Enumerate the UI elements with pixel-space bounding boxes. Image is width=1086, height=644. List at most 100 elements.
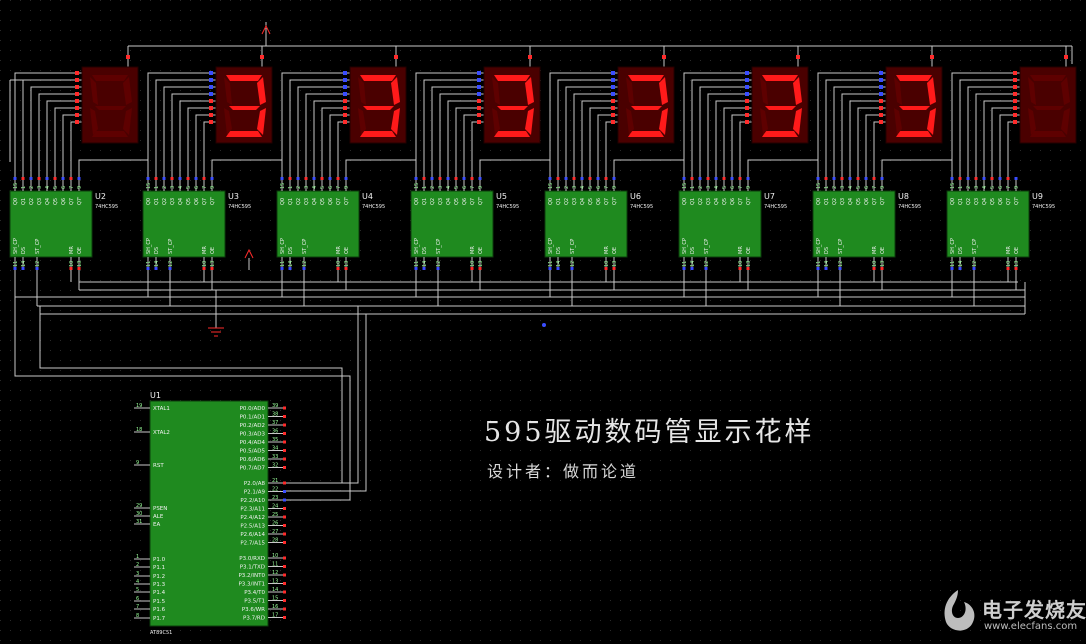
chip-bottom-pin-label: SH_CP [280,238,286,254]
chip-bottom-pin-label: ST_CP [838,239,844,254]
chip-top-pin-label: Q4 [580,198,586,205]
pin-marker [283,415,286,418]
chip-top-pin-number: 5 [186,186,192,189]
mcu-left-pin-label: EA [153,522,160,528]
chip-top-pin-number: 9 [344,186,350,189]
pin-marker [872,267,876,270]
chip-top-pin-label: Q7 [1006,198,1012,205]
segment-wire [415,72,477,179]
pin-marker [682,267,686,270]
display-common-pin [1064,55,1068,59]
seven-segment-display [209,55,273,144]
chip-top-pin-number: 9 [1014,186,1020,189]
segment-wire [841,93,879,179]
chip-top-pin-number: 15 [682,183,688,189]
pin-marker [69,267,73,270]
mcu-right-pin-number: 22 [272,487,278,493]
seven-segment-displays [75,55,1077,144]
chip-part: 74HC595 [362,204,385,210]
display-pin [611,120,615,124]
pin-marker [283,432,286,435]
chip-bottom-pin-number: 11 [816,261,822,267]
mcu-left-pin-number: 3 [136,571,139,577]
display-pin [477,99,481,103]
chip-top-pin-number: 4 [714,186,720,189]
pin-marker [414,267,418,270]
segment-wire [38,93,75,179]
chip-bottom-pin-label: ST_CP [972,239,978,254]
segment-c [927,108,936,135]
pin-marker [838,267,842,270]
mcu-right-pin-number: 37 [272,420,278,426]
chip-top-pin-label: Q4 [848,198,854,205]
chip-top-pin-number: 6 [328,186,334,189]
display-pin [1013,106,1017,110]
chip-top-pin-label: Q4 [446,198,452,205]
chip-top-pin-number: 3 [438,186,444,189]
display-pin [611,113,615,117]
chip-top-pin-label: Q2 [832,198,838,205]
segment-wire [321,107,343,179]
chip-top-pin-number: 3 [974,186,980,189]
chip-bottom-pin-number: 10 [872,261,878,267]
chip-top-pin-number: 3 [170,186,176,189]
chip-bottom-pin-label: SH_CP [146,238,152,254]
chip-top-pin-label: Q6 [998,198,1004,205]
mcu-right-pin-label: P3.2/INT0 [238,573,265,579]
segment-e [1028,108,1036,135]
chip-top-pin-number: 6 [730,186,736,189]
chip-ref: U8 [898,192,909,201]
segment-wire [22,79,75,179]
segment-f [358,77,366,105]
segment-wire [983,100,1013,179]
segment-wire [439,93,477,179]
chip-top-pin-label: Q0 [950,198,956,205]
seven-segment-display [1013,55,1077,144]
mcu-left-pin-number: 31 [136,519,142,525]
pin-marker [816,177,820,180]
mcu-right-pin-number: 16 [272,604,278,610]
pin-marker [422,177,426,180]
pin-marker [682,177,686,180]
display-pin [745,113,749,117]
chip-top-pin-number: 9 [612,186,618,189]
chip-top-pin-label: Q4 [982,198,988,205]
display-pin [75,92,79,96]
segment-b [257,77,266,105]
chip-top-pin-number: 5 [320,186,326,189]
chip-top-pin-number: 7 [69,186,75,189]
mcu-right-pin-number: 36 [272,429,278,435]
display-pin [209,120,213,124]
chip-top-pin-label: Q7 [604,198,610,205]
segment-wire [289,79,343,179]
chip-bottom-pin-label: SH_CP [682,238,688,254]
chip-top-pin-label: Q7 [202,198,208,205]
pin-marker [69,177,73,180]
chip-bottom-pin-label: MR [1006,246,1012,254]
chip-bottom-pin-number: 12 [436,261,442,267]
segment-wire [589,107,611,179]
mcu-right-pin-number: 35 [272,437,278,443]
pin-marker [1006,267,1010,270]
segment-wire [187,107,209,179]
pin-marker [556,267,560,270]
mcu-right-pin-label: P2.6/A14 [240,532,265,538]
mcu-right-pin-label: P0.5/AD5 [240,449,266,455]
segment-wire [825,79,879,179]
chip-bottom-pin-number: 11 [146,261,152,267]
segment-wire [171,93,209,179]
chip-part: 74HC595 [898,204,921,210]
chip-bottom-pin-number: 13 [77,261,83,267]
mcu-left-pin-number: 5 [136,587,139,593]
chip-body [142,190,226,258]
segment-wire [999,114,1013,179]
display-pin [745,85,749,89]
display-pin [611,106,615,110]
pin-marker [1006,177,1010,180]
pin-marker [154,267,158,270]
chip-top-pin-label: Q7 [738,198,744,205]
pin-marker [548,177,552,180]
display-pin [477,85,481,89]
chip-bottom-pin-label: DS [21,247,27,254]
chip-top-pin-number: 7 [336,186,342,189]
